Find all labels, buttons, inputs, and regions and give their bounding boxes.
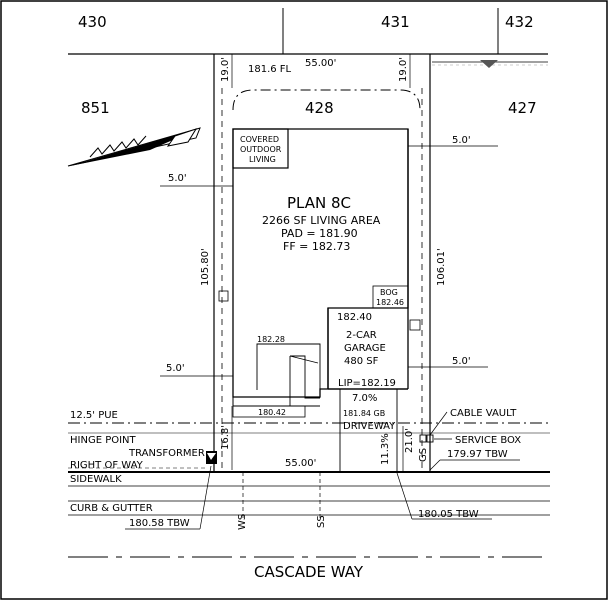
ws-label: WS [237, 514, 248, 530]
lot-430-label: 430 [78, 13, 107, 31]
cable-vault-icon [419, 434, 427, 443]
patio-label-1: COVERED [240, 135, 279, 144]
lot-432-label: 432 [505, 13, 534, 31]
walk-path [290, 355, 320, 399]
neighbor-triangle-icon [480, 60, 498, 68]
left-setback-bottom-dim: 5.0' [166, 363, 185, 374]
garage-floor-elevation: 182.40 [337, 312, 372, 323]
service-tbw-leader [429, 459, 441, 471]
front-setback-right-dim: 21.0' [404, 428, 415, 453]
plan-ff: FF = 182.73 [283, 240, 350, 253]
left-utility-box [218, 290, 229, 302]
right-setback-top-dim: 5.0' [452, 135, 471, 146]
garage-label-2: GARAGE [344, 343, 386, 354]
transformer-label: TRANSFORMER [128, 448, 205, 459]
plan-name: PLAN 8C [287, 194, 351, 212]
driveway-slope-dim: 11.3% [380, 433, 391, 465]
lot-427-label: 427 [508, 99, 537, 117]
service-box-label: SERVICE BOX [455, 435, 521, 446]
driveway-label: DRIVEWAY [343, 421, 396, 432]
curb-left-tbw-leader [199, 465, 212, 530]
covered-outdoor-living [232, 128, 289, 169]
curb-label: CURB & GUTTER [70, 503, 153, 514]
right-setback-bottom-dim: 5.0' [452, 356, 471, 367]
right-utility-box [409, 319, 421, 331]
bog-label: BOG [380, 288, 398, 297]
garage-label-3: 480 SF [344, 356, 379, 367]
driveway-slope-top: 7.0% [352, 393, 377, 404]
cable-vault-leader [429, 411, 448, 436]
lot-428-label: 428 [305, 99, 334, 117]
service-box-icon [426, 434, 434, 443]
rear-setback-line [232, 89, 421, 111]
house-footprint [232, 128, 409, 398]
left-step-elevation: 182.28 [257, 335, 285, 344]
rear-setback-right-dim: 19.0' [398, 57, 409, 82]
lot-431-label: 431 [381, 13, 410, 31]
driveway-gb-elevation: 181.84 GB [343, 409, 385, 418]
plan-pad: PAD = 181.90 [281, 227, 358, 240]
garage-lip-elevation: LIP=182.19 [338, 378, 396, 389]
cable-vault-label: CABLE VAULT [450, 408, 517, 419]
garage-label-1: 2-CAR [346, 330, 377, 341]
service-tbw-label: 179.97 TBW [447, 449, 508, 460]
gs-label: GS [418, 448, 429, 462]
rear-elevation-label: 181.6 FL [248, 64, 292, 75]
left-setback-top-dim: 5.0' [168, 173, 187, 184]
curb-left-tbw-label: 180.58 TBW [129, 518, 190, 529]
patio-label-3: LIVING [249, 155, 276, 164]
front-width-dim: 55.00' [285, 458, 316, 469]
lot-851-label: 851 [81, 99, 110, 117]
walk-arrow [289, 355, 319, 364]
walk-elevation-box [232, 405, 306, 418]
transformer-marker-icon [207, 453, 216, 460]
right-depth-dim: 106.01' [436, 248, 447, 286]
north-arrow-icon [67, 127, 201, 167]
patio-label-2: OUTDOOR [240, 145, 282, 154]
hinge-point-label: HINGE POINT [70, 435, 137, 446]
rear-width-dim: 55.00' [305, 58, 336, 69]
plan-living-area: 2266 SF LIVING AREA [262, 214, 381, 227]
bog-value: 182.46 [376, 298, 404, 307]
street-name: CASCADE WAY [254, 563, 364, 581]
ss-label: SS [316, 515, 327, 528]
walk-elevation: 180.42 [258, 408, 286, 417]
sidewalk-label: SIDEWALK [70, 474, 122, 485]
rear-setback-left-dim: 19.0' [220, 57, 231, 82]
curb-right-tbw-leader [396, 472, 413, 520]
front-setback-left-dim: 16.8' [220, 425, 231, 450]
entry-walk-outline [256, 343, 321, 397]
right-of-way-label: RIGHT OF WAY [70, 460, 144, 471]
curb-right-tbw-label: 180.05 TBW [418, 509, 479, 520]
pue-label: 12.5' PUE [70, 410, 118, 421]
bog-callout-box [372, 285, 409, 309]
left-depth-dim: 105.80' [200, 248, 211, 286]
